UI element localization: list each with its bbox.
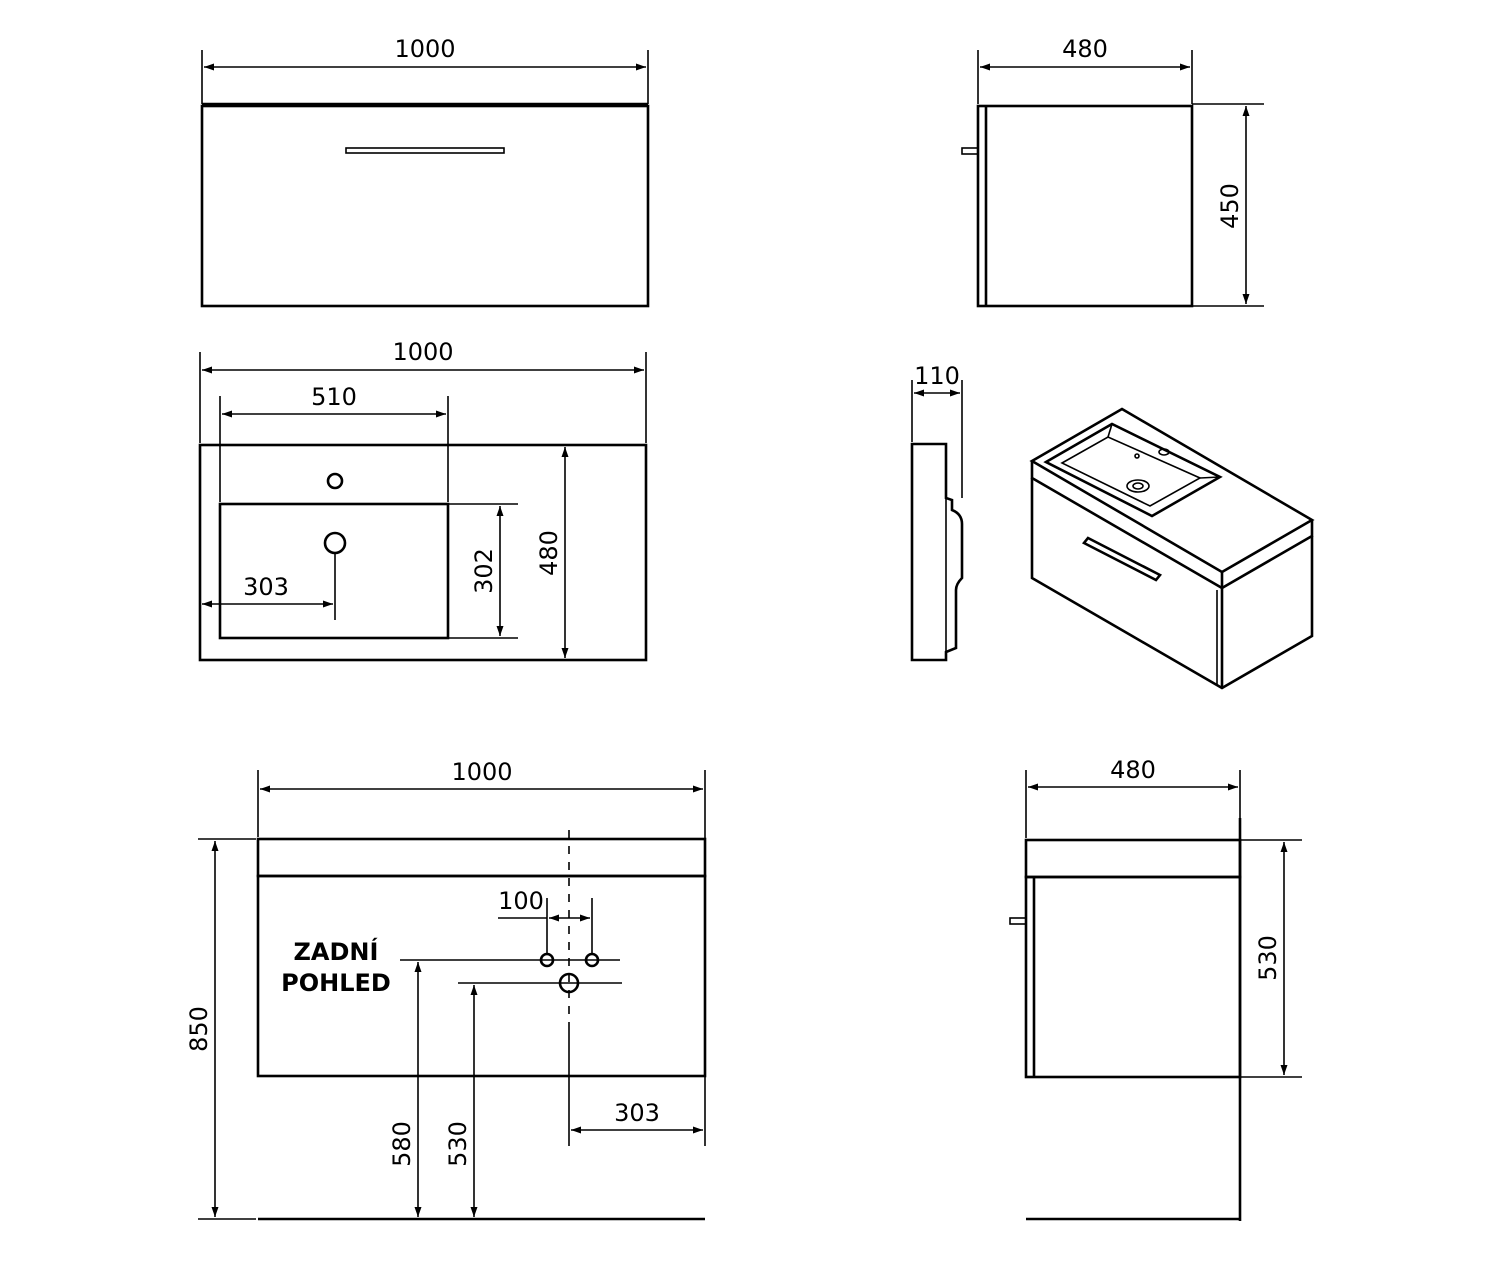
front-width-label: 1000 xyxy=(394,35,455,63)
basin-depth-label: 302 xyxy=(470,548,498,594)
side2-depth-label: 480 xyxy=(1110,756,1156,784)
side-view-wall: 480 530 xyxy=(1009,756,1302,1221)
side2-handle xyxy=(1009,917,1027,925)
drawer-handle xyxy=(345,147,505,154)
drain-offset-label: 303 xyxy=(243,573,289,601)
drain-hole xyxy=(323,531,347,555)
rear-height-lower-label: 530 xyxy=(444,1121,472,1167)
top-width-label: 1000 xyxy=(392,338,453,366)
front-view: 1000 xyxy=(200,35,650,308)
side-depth-label: 480 xyxy=(1062,35,1108,63)
rear-drain-offset-label: 303 xyxy=(614,1099,660,1127)
top-view: 1000 510 303 302 480 xyxy=(198,338,648,662)
isometric-view xyxy=(1029,407,1315,690)
rear-hole-spacing-label: 100 xyxy=(498,887,544,915)
basin-outline xyxy=(218,502,450,640)
top-depth-label: 480 xyxy=(535,530,563,576)
basin-width-label: 510 xyxy=(311,383,357,411)
rear-view: 100 1000 850 580 530 303 ZADNÍ POHLED xyxy=(185,758,707,1221)
rear-width-label: 1000 xyxy=(451,758,512,786)
tap-hole xyxy=(326,472,344,490)
side-height-label: 450 xyxy=(1216,183,1244,229)
side-handle xyxy=(961,147,979,155)
side2-height-label: 530 xyxy=(1254,935,1282,981)
basin-profile-view: 110 xyxy=(910,362,964,662)
profile-thickness-label: 110 xyxy=(914,362,960,390)
rear-total-height-label: 850 xyxy=(185,1006,213,1052)
side-view: 480 450 xyxy=(961,35,1264,308)
rear-view-title-line1: ZADNÍ xyxy=(294,937,379,966)
rear-view-title-line2: POHLED xyxy=(281,969,391,997)
rear-height-upper-label: 580 xyxy=(388,1121,416,1167)
